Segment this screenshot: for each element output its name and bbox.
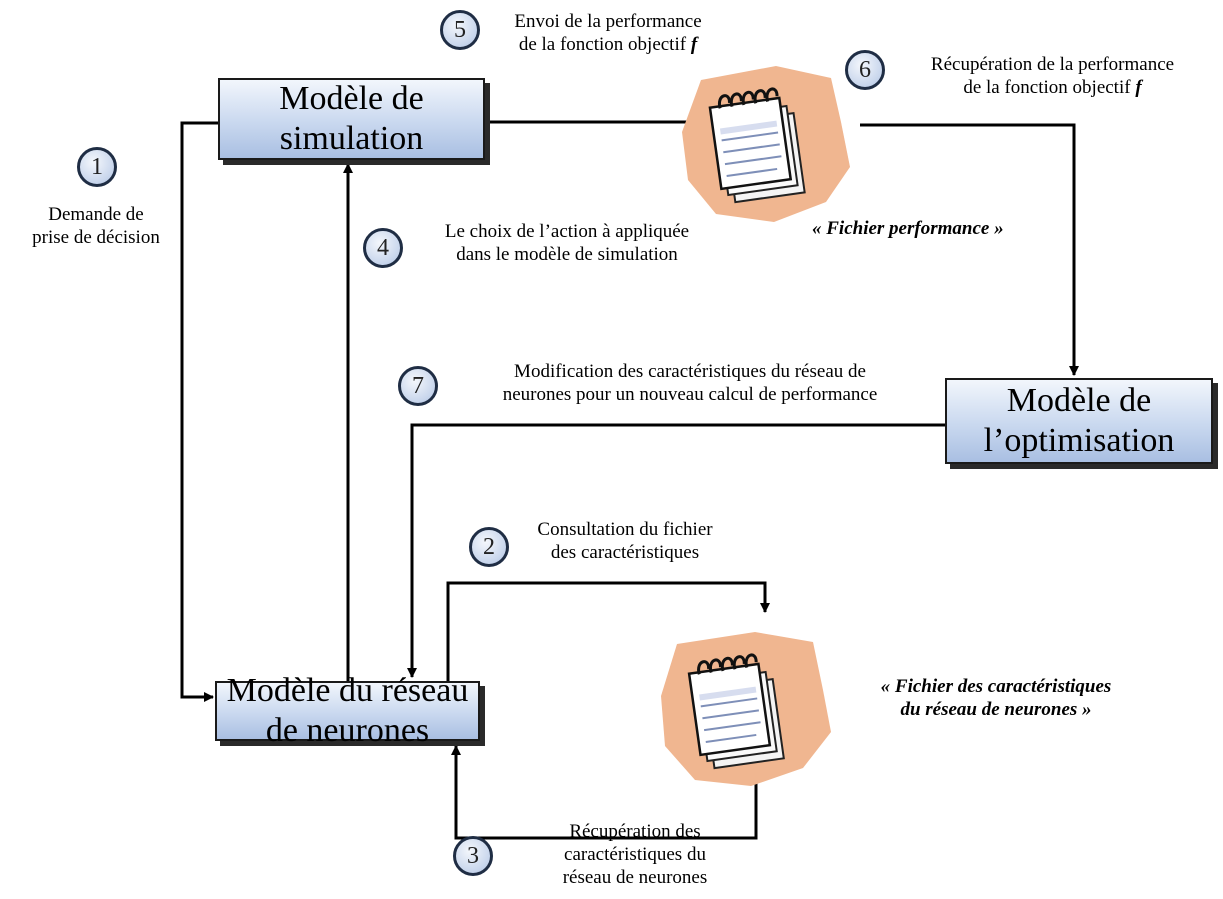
characteristics-file-notepad-icon xyxy=(661,632,831,786)
arrow-decision-request xyxy=(180,121,218,702)
step-1-label-line2: prise de décision xyxy=(32,227,160,248)
step-1-label-line1: Demande de xyxy=(48,204,144,225)
step-1-badge: 1 xyxy=(77,147,117,187)
step-7-badge: 7 xyxy=(398,366,438,406)
step-3-label-line2: caractéristiques du xyxy=(564,844,706,865)
objective-function-symbol: f xyxy=(1135,77,1142,98)
step-1-label: Demande de prise de décision xyxy=(8,203,184,249)
step-6-label-line2-text: de la fonction objectif xyxy=(963,77,1131,98)
step-3-badge: 3 xyxy=(453,836,493,876)
arrow-consult-file xyxy=(446,581,770,681)
step-4-badge: 4 xyxy=(363,228,403,268)
neural-network-model-label-line1: Modèle du réseau xyxy=(226,672,469,709)
simulation-model-label-line1: Modèle de xyxy=(279,80,424,117)
step-3-label-line1: Récupération des xyxy=(569,821,701,842)
step-6-label: Récupération de la performance de la fon… xyxy=(890,53,1215,99)
step-5-label: Envoi de la performance de la fonction o… xyxy=(478,10,738,56)
arrow-retrieve-characteristics xyxy=(451,745,758,840)
step-2-label-line1: Consultation du fichier xyxy=(537,519,713,540)
step-3-label: Récupération des caractéristiques du rés… xyxy=(530,820,740,889)
optimisation-model-label-line2: l’optimisation xyxy=(983,422,1175,459)
step-2-label-line2: des caractéristiques xyxy=(550,542,700,563)
objective-function-symbol: f xyxy=(690,34,698,55)
step-5-label-line2-text: de la fonction objectif xyxy=(518,34,687,55)
step-4-label-line2: dans le modèle de simulation xyxy=(456,244,678,265)
optimisation-model-label-line1: Modèle de xyxy=(1006,382,1152,419)
step-3-label-line3: réseau de neurones xyxy=(562,867,708,888)
step-7-label: Modification des caractéristiques du rés… xyxy=(440,360,940,406)
simulation-model-label-line2: simulation xyxy=(279,120,424,157)
optimisation-model-box: Modèle de l’optimisation xyxy=(945,378,1213,464)
step-6-label-line1: Récupération de la performance xyxy=(930,54,1175,75)
step-4-label-line1: Le choix de l’action à appliquée xyxy=(444,221,690,242)
step-2-label: Consultation du fichier des caractéristi… xyxy=(505,518,745,564)
arrow-retrieve-performance xyxy=(860,123,1079,376)
step-7-label-line2: neurones pour un nouveau calcul de perfo… xyxy=(502,384,878,405)
performance-file-label: « Fichier performance » xyxy=(812,218,1004,239)
neural-network-model-label-line2: de neurones xyxy=(265,712,430,749)
step-4-label: Le choix de l’action à appliquée dans le… xyxy=(402,220,732,266)
arrow-modify-network xyxy=(407,423,945,678)
simulation-model-box: Modèle de simulation xyxy=(218,78,485,160)
step-2-badge: 2 xyxy=(469,527,509,567)
step-5-badge: 5 xyxy=(440,10,480,50)
characteristics-file-label-line2: du réseau de neurones » xyxy=(900,699,1092,720)
characteristics-file-label: « Fichier des caractéristiques du réseau… xyxy=(840,675,1152,721)
step-5-label-line2: de la fonction objectif f xyxy=(478,33,738,56)
step-5-label-line1: Envoi de la performance xyxy=(514,11,702,32)
step-7-label-line1: Modification des caractéristiques du rés… xyxy=(514,361,866,382)
step-6-label-line2: de la fonction objectif f xyxy=(890,76,1215,99)
performance-file-notepad-icon xyxy=(682,66,850,222)
step-6-badge: 6 xyxy=(845,50,885,90)
neural-network-model-box: Modèle du réseau de neurones xyxy=(215,672,480,749)
characteristics-file-label-line1: « Fichier des caractéristiques xyxy=(880,676,1112,697)
